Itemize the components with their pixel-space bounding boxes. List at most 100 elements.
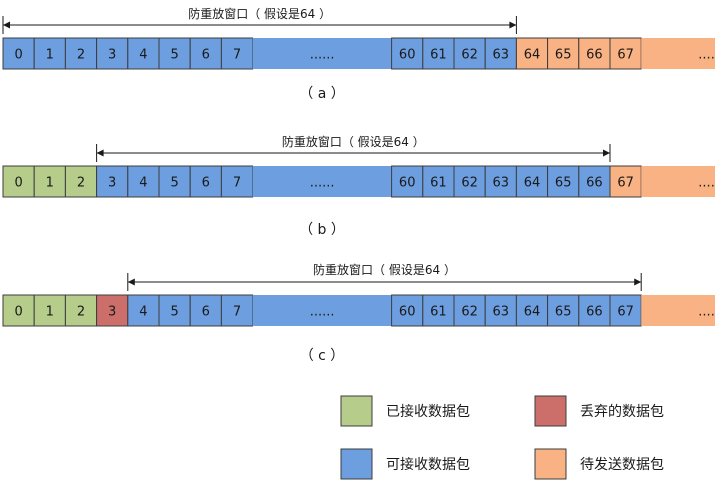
packet-number: 62 bbox=[461, 305, 478, 320]
legend-label: 待发送数据包 bbox=[580, 457, 664, 473]
packet-cell bbox=[515, 294, 549, 327]
packet-number: 1 bbox=[46, 305, 54, 320]
packet-cell bbox=[33, 165, 66, 198]
legend-item-dropped: 丢弃的数据包 bbox=[534, 395, 664, 427]
ellipsis-label: ...... bbox=[310, 48, 335, 63]
legend-label: 可接收数据包 bbox=[386, 456, 470, 473]
window-bracket: 防重放窗口（ 假设是64 ） bbox=[127, 262, 642, 291]
ellipsis-segment bbox=[252, 38, 392, 69]
legend-item-receivable: 可接收数据包 bbox=[340, 448, 470, 480]
packet-number: 65 bbox=[555, 305, 572, 320]
packet-cell bbox=[2, 294, 35, 327]
packet-cell bbox=[547, 37, 580, 70]
window-label: 防重放窗口（ 假设是64 ） bbox=[282, 134, 425, 149]
packet-number: 6 bbox=[202, 176, 210, 191]
packet-number: 3 bbox=[108, 176, 116, 191]
legend-swatch bbox=[340, 448, 373, 480]
packet-cell bbox=[609, 165, 642, 198]
packet-cell bbox=[127, 165, 160, 198]
legend-item-pending: 待发送数据包 bbox=[534, 448, 664, 480]
packet-cell bbox=[33, 37, 66, 70]
packet-number: 1 bbox=[46, 48, 54, 63]
packet-number: 61 bbox=[430, 305, 447, 320]
ellipsis-segment bbox=[641, 38, 715, 69]
packet-number: 4 bbox=[139, 305, 147, 320]
packet-cell bbox=[422, 37, 455, 70]
packet-cell bbox=[391, 37, 424, 70]
packet-number: 64 bbox=[524, 176, 541, 191]
packet-number: 60 bbox=[399, 305, 416, 320]
legend-swatch bbox=[340, 395, 373, 427]
packet-number: 5 bbox=[170, 48, 178, 63]
packet-number: 6 bbox=[202, 305, 210, 320]
packet-number: 6 bbox=[202, 48, 210, 63]
packet-number: 63 bbox=[493, 176, 510, 191]
ellipsis-segment bbox=[641, 166, 715, 197]
window-bracket: 防重放窗口（ 假设是64 ） bbox=[2, 6, 517, 34]
packet-cell bbox=[578, 294, 611, 327]
packet-number: 4 bbox=[139, 176, 147, 191]
window-label: 防重放窗口（ 假设是64 ） bbox=[188, 6, 331, 21]
arrow-right-icon bbox=[634, 278, 642, 286]
ellipsis-segment bbox=[641, 295, 715, 326]
panel-caption: （ b ） bbox=[299, 222, 345, 238]
packet-cell bbox=[64, 294, 98, 327]
arrow-left-icon bbox=[96, 149, 104, 157]
packet-number: 0 bbox=[14, 176, 22, 191]
packet-cell bbox=[578, 37, 611, 70]
packet-cell bbox=[453, 165, 486, 198]
packet-cell bbox=[64, 37, 98, 70]
packet-cell bbox=[515, 165, 549, 198]
packet-number: 62 bbox=[461, 48, 478, 63]
packet-number: 61 bbox=[430, 48, 447, 63]
packet-number: 3 bbox=[108, 305, 116, 320]
packet-number: 0 bbox=[14, 48, 22, 63]
packet-number: 5 bbox=[170, 176, 178, 191]
ellipsis-label: ...... bbox=[698, 48, 715, 63]
packet-cell bbox=[220, 294, 254, 327]
packet-cell bbox=[189, 165, 222, 198]
packet-number: 3 bbox=[108, 48, 116, 63]
packet-cell bbox=[2, 37, 35, 70]
packet-number: 2 bbox=[77, 176, 85, 191]
packet-number: 7 bbox=[233, 48, 241, 63]
packet-number: 1 bbox=[46, 176, 54, 191]
packet-cell bbox=[515, 37, 549, 70]
packet-cell bbox=[189, 37, 222, 70]
packet-cell bbox=[127, 37, 160, 70]
panel-a: 01234567......6061626364656667......防重放窗… bbox=[2, 6, 715, 102]
ellipsis-segment bbox=[252, 166, 392, 197]
window-bracket: 防重放窗口（ 假设是64 ） bbox=[96, 134, 611, 162]
packet-number: 65 bbox=[555, 48, 572, 63]
window-label: 防重放窗口（ 假设是64 ） bbox=[313, 262, 456, 277]
packet-number: 60 bbox=[399, 176, 416, 191]
panel-b: 01234567......6061626364656667......防重放窗… bbox=[2, 134, 715, 238]
packet-number: 65 bbox=[555, 176, 572, 191]
ellipsis-label: ...... bbox=[698, 176, 715, 191]
packet-number: 2 bbox=[77, 305, 85, 320]
legend-item-received: 已接收数据包 bbox=[340, 395, 470, 427]
packet-number: 66 bbox=[586, 176, 603, 191]
packet-number: 2 bbox=[77, 48, 85, 63]
ellipsis-label: ...... bbox=[310, 305, 335, 320]
packet-number: 63 bbox=[493, 48, 510, 63]
ellipsis-label: ...... bbox=[310, 176, 335, 191]
packet-number: 0 bbox=[14, 305, 22, 320]
packet-number: 66 bbox=[586, 305, 603, 320]
packet-cell bbox=[484, 37, 517, 70]
packet-cell bbox=[453, 294, 486, 327]
packet-cell bbox=[158, 165, 191, 198]
packet-cell bbox=[2, 165, 35, 198]
packet-number: 66 bbox=[586, 48, 603, 63]
packet-number: 61 bbox=[430, 176, 447, 191]
packet-cell bbox=[609, 37, 642, 70]
packet-number: 63 bbox=[493, 305, 510, 320]
packet-number: 62 bbox=[461, 176, 478, 191]
packet-number: 67 bbox=[617, 176, 634, 191]
legend-label: 已接收数据包 bbox=[386, 403, 470, 420]
packet-cell bbox=[391, 294, 424, 327]
packet-number: 64 bbox=[524, 48, 541, 63]
arrow-left-icon bbox=[3, 21, 10, 29]
